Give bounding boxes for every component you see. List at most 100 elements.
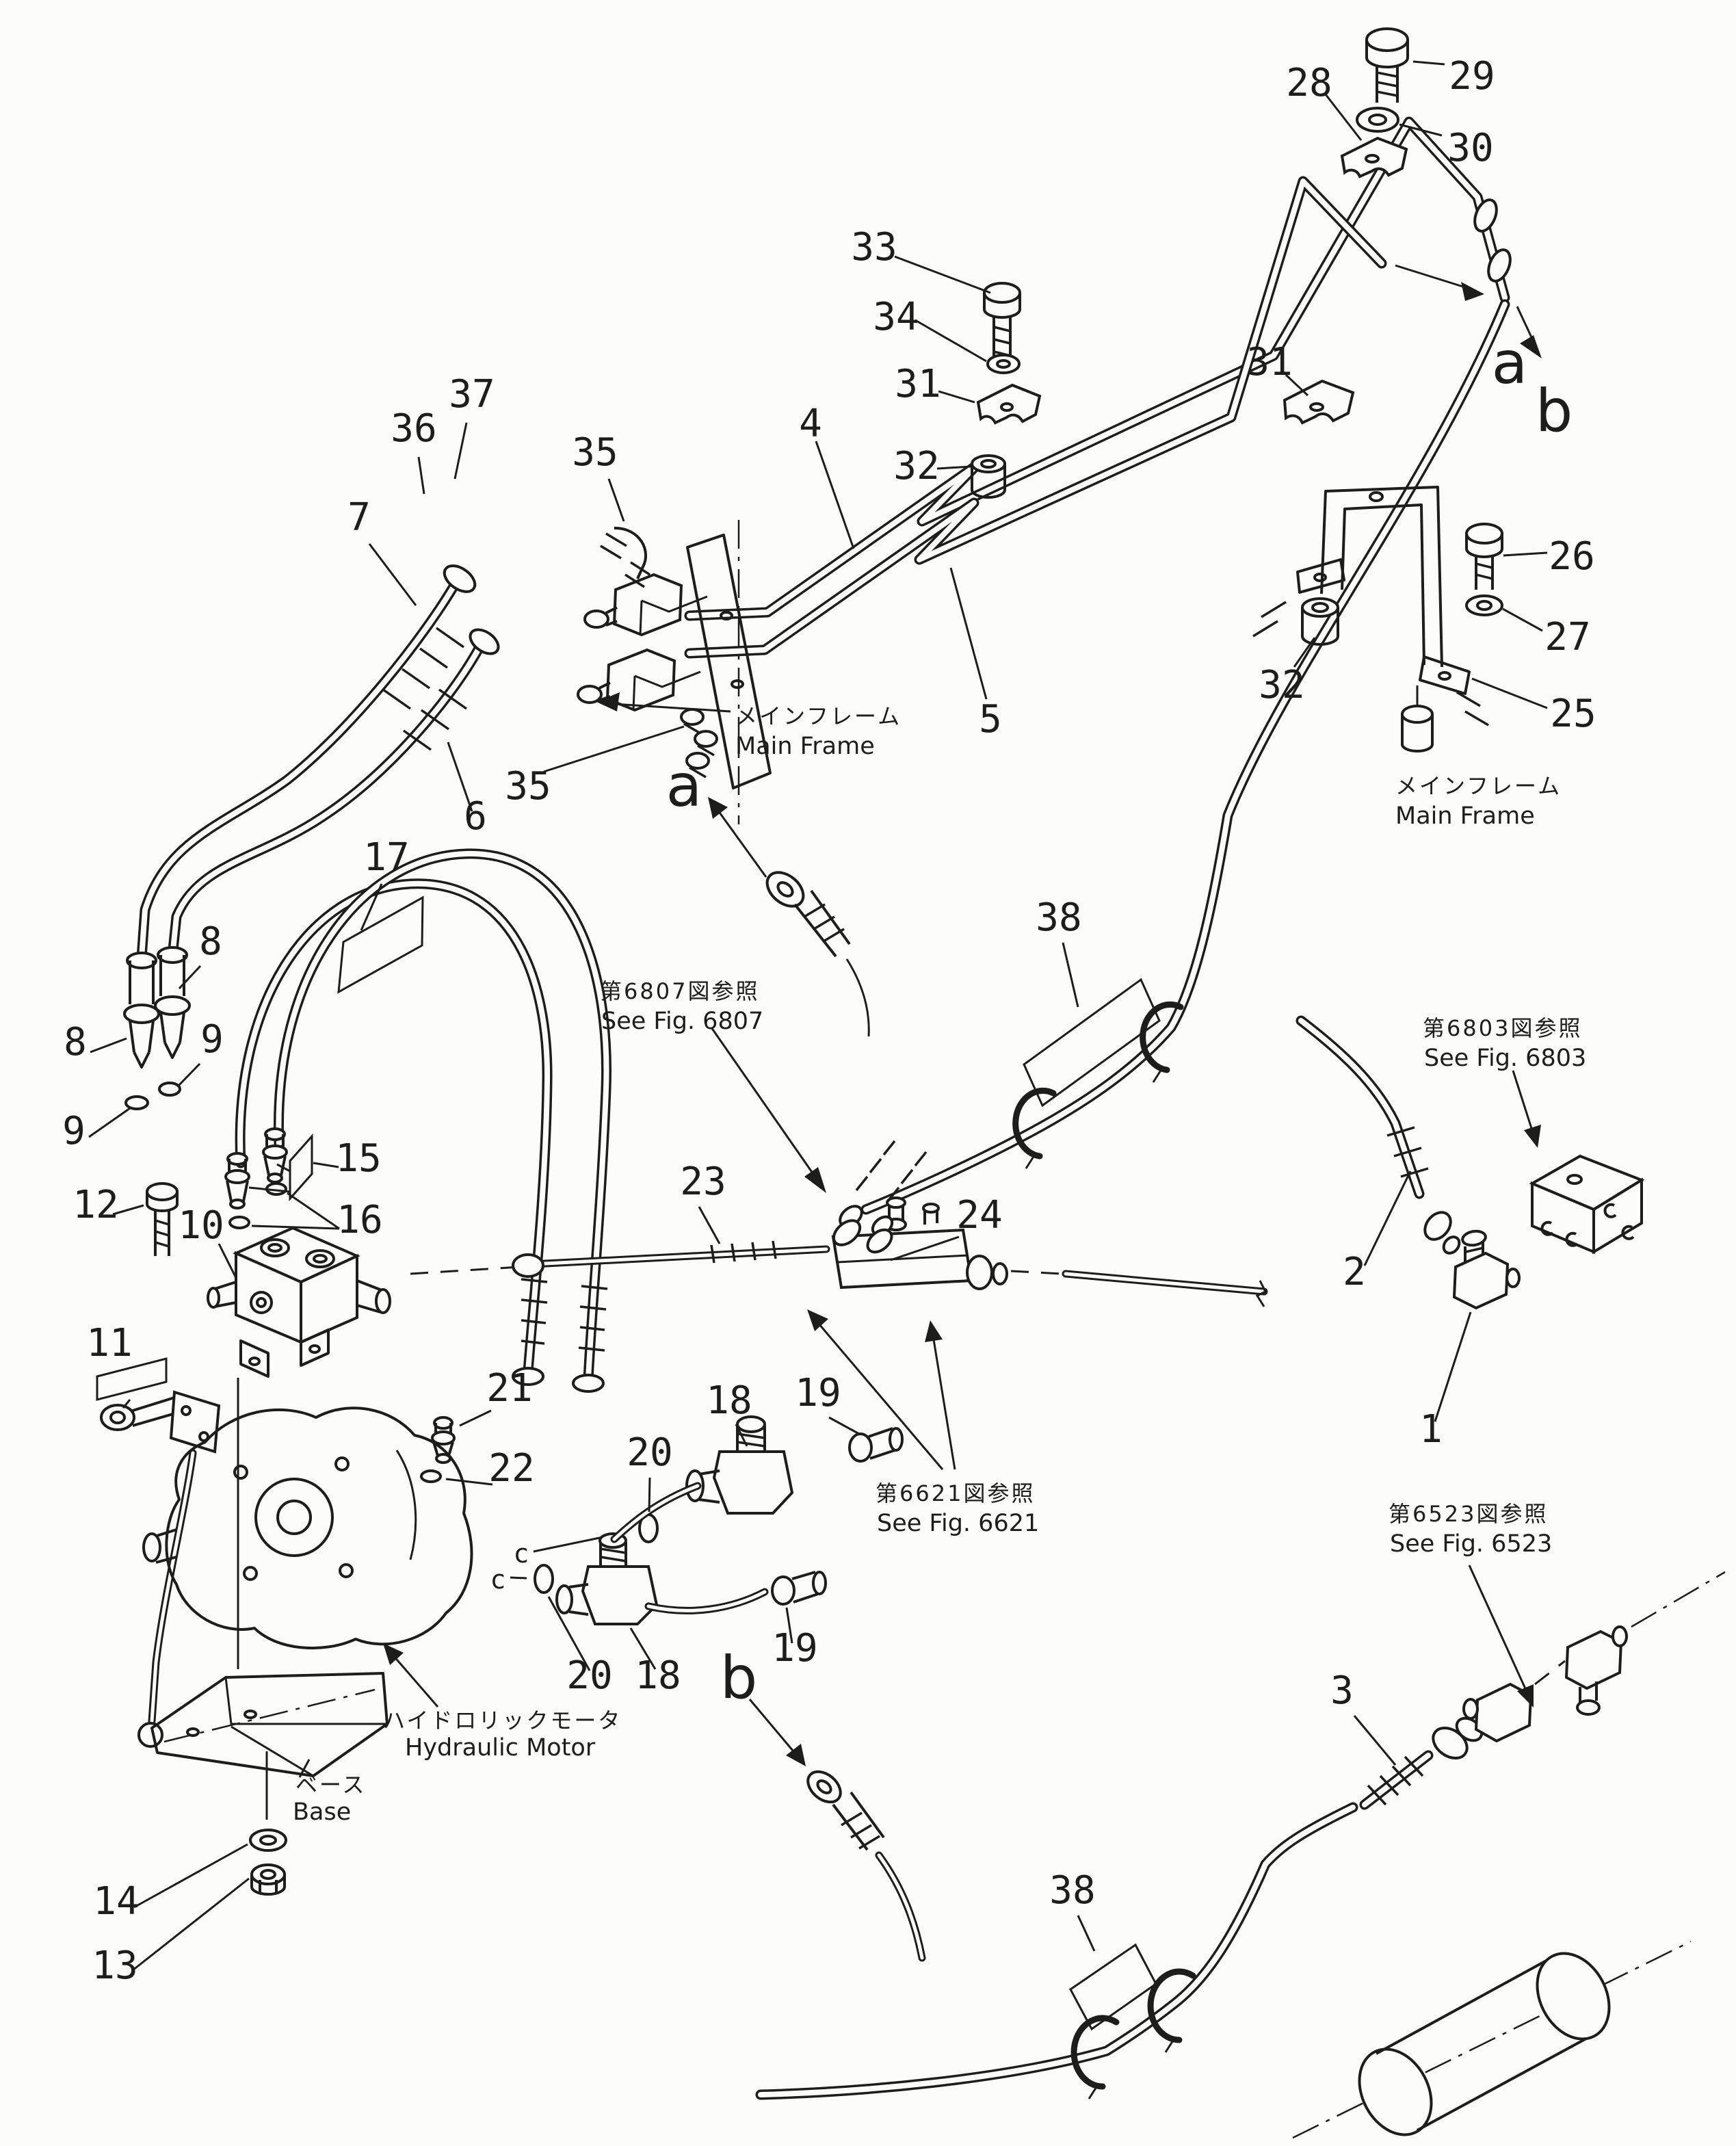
- motor-port-label-c1: c: [514, 1539, 529, 1569]
- callout-31b: 31: [1246, 340, 1292, 384]
- callout-3: 3: [1330, 1669, 1354, 1713]
- eye-joint-11: [100, 1390, 221, 1748]
- elbow-1: [1452, 1229, 1521, 1310]
- callout-19b: 19: [772, 1626, 817, 1671]
- clip-38-lower-bracket: [1069, 1943, 1157, 2031]
- block-6803: [1529, 1154, 1645, 1255]
- o-ring-9-left: [124, 1095, 149, 1110]
- bushing-32-right: [1301, 597, 1339, 646]
- callout-14: 14: [93, 1879, 139, 1924]
- callout-11: 11: [86, 1321, 132, 1365]
- view-label-b-top: b: [1536, 377, 1573, 445]
- hydraulic-motor-jp: ハイドロリックモータ: [383, 1707, 622, 1733]
- callout-2: 2: [1343, 1250, 1366, 1294]
- hose-7-nut: [443, 564, 477, 593]
- elbow-18-lower: [555, 1532, 659, 1625]
- hose-17-left: [235, 878, 553, 1377]
- callout-35b: 35: [572, 430, 618, 475]
- bolt-26: [1465, 523, 1503, 590]
- callout-labels: 29 28 30 33 34 31 32 4 5 31 32 26 27 25 …: [62, 54, 1596, 1988]
- base-jp: ベース: [295, 1772, 366, 1798]
- view-label-a-top: a: [1492, 329, 1528, 397]
- callout-35a: 35: [505, 764, 551, 809]
- elbow-tubes: [610, 1482, 769, 1614]
- see-fig-6523-en: See Fig. 6523: [1390, 1530, 1552, 1558]
- base-en: Base: [293, 1798, 351, 1826]
- washer-30: [1356, 107, 1399, 133]
- main-frame-top-jp: メインフレーム: [735, 703, 902, 729]
- hydraulic-motor-body: [142, 1406, 473, 1650]
- pipe-b-nut-2: [1487, 248, 1512, 283]
- clamp-28: [1340, 136, 1408, 179]
- tube-break-mark: [1255, 1280, 1267, 1307]
- bushing-32-left: [971, 454, 1006, 499]
- view-label-a-mid: a: [666, 752, 702, 820]
- main-frame-top-en: Main Frame: [735, 733, 875, 760]
- hose-7: [136, 580, 465, 963]
- callout-33: 33: [851, 225, 897, 270]
- callout-32a: 32: [893, 444, 939, 488]
- u-clamp-35: [600, 526, 650, 588]
- dashed-fittings-6807: [832, 1140, 928, 1254]
- nipple-15-left: [224, 1152, 250, 1209]
- hose-2-end: [1423, 1211, 1461, 1255]
- tube-24-outlet: [1010, 1270, 1268, 1307]
- plug-19-upper: [848, 1427, 904, 1463]
- callout-17: 17: [363, 835, 409, 880]
- callout-25: 25: [1550, 692, 1596, 736]
- callout-38b: 38: [1049, 1868, 1095, 1913]
- hose-17-left-nut: [512, 1367, 544, 1386]
- hose-6: [167, 643, 484, 962]
- callout-5: 5: [979, 697, 1002, 742]
- bolt-12: [146, 1182, 179, 1256]
- callout-22: 22: [488, 1446, 534, 1491]
- tube-23-nut: [512, 1253, 544, 1278]
- nut-13: [250, 1863, 286, 1896]
- callout-30: 30: [1447, 126, 1493, 170]
- callout-9b: 9: [62, 1109, 86, 1153]
- pipe-b-nut-1: [1473, 198, 1498, 233]
- callout-6: 6: [464, 794, 487, 839]
- pipe-3-fittings: [1432, 1571, 1726, 1759]
- nipple-15-right: [262, 1127, 288, 1183]
- washer-27: [1465, 594, 1503, 616]
- see-fig-6523-jp: 第6523図参照: [1389, 1501, 1548, 1527]
- fitting-8-right: [154, 946, 191, 1059]
- callout-19a: 19: [795, 1371, 841, 1415]
- clip-38-lower-a: [1147, 1968, 1196, 2053]
- callout-16: 16: [337, 1198, 382, 1242]
- pipe-right-run: [860, 299, 1510, 1215]
- bracket-25: [1252, 486, 1489, 727]
- callout-10: 10: [178, 1203, 224, 1248]
- plug-19-lower: [771, 1571, 827, 1606]
- annotation-texts: メインフレーム Main Frame メインフレーム Main Frame 第6…: [293, 703, 1586, 1826]
- callout-37: 37: [449, 372, 495, 417]
- leader-lines: [88, 60, 1548, 1972]
- see-fig-6621-en: See Fig. 6621: [877, 1510, 1039, 1537]
- pipe-5: [684, 176, 1387, 659]
- callout-20b: 20: [566, 1653, 612, 1698]
- hose-b-end: [875, 1851, 926, 1962]
- callout-4: 4: [799, 402, 822, 446]
- callout-1: 1: [1419, 1407, 1443, 1452]
- pipe-3: [1359, 1750, 1434, 1810]
- callout-38a: 38: [1036, 895, 1081, 940]
- washer-14: [249, 1829, 287, 1852]
- elbow-18-upper: [685, 1415, 794, 1515]
- pipe-4: [684, 116, 1510, 621]
- callout-26: 26: [1549, 534, 1594, 579]
- clip-38-upper-a: [1140, 1001, 1184, 1083]
- bracket-grommet: [1401, 685, 1434, 753]
- hose-2: [1296, 1015, 1429, 1199]
- callout-7: 7: [347, 495, 371, 540]
- callout-31a: 31: [895, 362, 941, 406]
- clip-38-upper-bracket: [1023, 978, 1161, 1108]
- see-fig-6807-jp: 第6807図参照: [600, 978, 759, 1004]
- hose-17-right-nut: [572, 1374, 605, 1393]
- callout-9a: 9: [200, 1017, 224, 1062]
- nipple-21: [431, 1416, 456, 1464]
- annotation-arrows: [383, 264, 1542, 1766]
- clip-38-lower-b: [1070, 2015, 1120, 2099]
